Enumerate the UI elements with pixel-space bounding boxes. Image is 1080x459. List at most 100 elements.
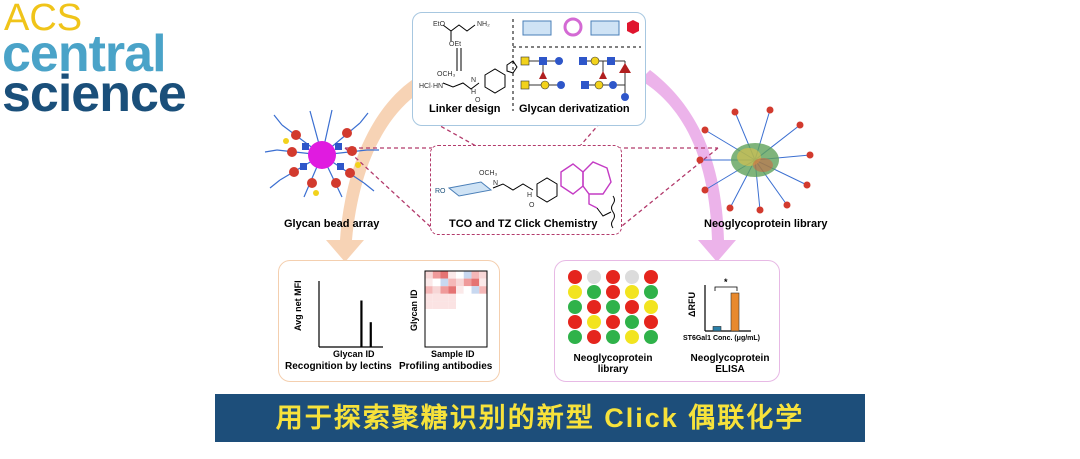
library-dot	[587, 315, 601, 329]
neoglycoprotein-illustration	[696, 106, 814, 214]
heatmap-cell	[440, 309, 449, 317]
heatmap-cell	[425, 301, 433, 309]
library-dot	[568, 285, 582, 299]
heatmap-cell	[456, 271, 464, 279]
neoglycoprotein-library-label: Neoglycoprotein library	[704, 218, 828, 230]
heatmap-cell	[448, 324, 456, 332]
heatmap-cell	[456, 316, 464, 325]
heatmap-cell	[440, 301, 449, 309]
library-dot	[644, 315, 658, 329]
heatmap-cell	[456, 324, 464, 332]
chem-nh2: NH₂	[477, 21, 490, 28]
library-dot	[606, 300, 620, 314]
chem-hcl-hn: HCl·HN	[419, 83, 444, 90]
heatmap-cell	[448, 286, 456, 294]
heatmap-ylabel: Glycan ID	[409, 289, 419, 331]
library-dot	[606, 285, 620, 299]
library-dot	[625, 330, 639, 344]
heatmap-cell	[479, 271, 487, 279]
heatmap-cell	[425, 278, 433, 287]
heatmap-cell	[479, 278, 487, 287]
heatmap-cell	[471, 271, 480, 279]
heatmap-cell	[456, 278, 464, 287]
heatmap-cell	[425, 316, 433, 325]
library-dot	[587, 300, 601, 314]
heatmap-cell	[448, 339, 456, 347]
heatmap-cell	[425, 293, 433, 302]
heatmap-cell	[432, 309, 441, 317]
heatmap-cell	[440, 271, 449, 279]
heatmap-cell	[471, 324, 480, 332]
heatmap-cell	[463, 316, 472, 325]
lectin-bar	[369, 322, 372, 347]
heatmap-cell	[440, 331, 449, 340]
profiling-caption: Profiling antibodies	[399, 361, 493, 372]
top-panel: EtO OEt NH₂ OCH₃ HCl·HN N H O Linker des…	[412, 12, 646, 126]
heatmap-cell	[440, 339, 449, 347]
heatmap-cell	[448, 278, 456, 287]
heatmap-cell	[440, 324, 449, 332]
chem-oet: OEt	[449, 41, 462, 48]
recognition-caption: Recognition by lectins	[285, 361, 392, 372]
heatmap-cell	[425, 331, 433, 340]
dot-grid	[568, 270, 658, 344]
lectin-bar	[360, 300, 363, 347]
heatmap-cell	[448, 331, 456, 340]
chem-n: N	[471, 77, 477, 84]
analysis-panel: Avg net MFI Glycan ID Recognition by lec…	[278, 260, 500, 382]
library-graphics	[568, 270, 751, 344]
heatmap-cell	[471, 286, 480, 294]
heatmap-cell	[425, 324, 433, 332]
significance-marker: *	[724, 277, 728, 287]
library-dot	[625, 285, 639, 299]
heatmap-cell	[456, 301, 464, 309]
heatmap-cell	[471, 301, 480, 309]
heatmap-cell	[463, 278, 472, 287]
rfu-ylabel: ΔRFU	[687, 292, 697, 317]
heatmap-cell	[440, 286, 449, 294]
heatmap-cell	[463, 331, 472, 340]
elisa-bars	[712, 292, 740, 332]
heatmap-cell	[432, 331, 441, 340]
click-chemistry-panel: OCH₃ RO N H O TCO and TZ Click Chemistry	[430, 145, 622, 235]
library-dot	[644, 270, 658, 284]
library-dot	[644, 285, 658, 299]
heatmap-cell	[463, 309, 472, 317]
heatmap-cell	[479, 309, 487, 317]
library-dot	[606, 315, 620, 329]
heatmap-cell	[448, 316, 456, 325]
heatmap-cell	[479, 316, 487, 325]
heatmap-cell	[471, 331, 480, 340]
library-caption: Neoglycoprotein library	[573, 353, 653, 375]
glycan-bead-illustration	[264, 109, 379, 198]
heatmap-cell	[456, 286, 464, 294]
heatmap-cell	[471, 316, 480, 325]
heatmap-cell	[456, 339, 464, 347]
heatmap-cell	[456, 331, 464, 340]
logo-acs-text: ACS	[4, 0, 83, 39]
heatmap-cell	[448, 271, 456, 279]
heatmap-cell	[471, 293, 480, 302]
heatmap-cell	[432, 293, 441, 302]
heatmap-cell	[471, 278, 480, 287]
chem-o: O	[475, 97, 481, 104]
heatmap-cell	[456, 309, 464, 317]
heatmap-cell	[425, 309, 433, 317]
mid-chem-n: N	[493, 180, 499, 187]
logo-science-text: science	[2, 65, 187, 123]
heatmap-cell	[463, 339, 472, 347]
elisa-xlabel: ST6Gal1 Conc. (μg/mL)	[683, 335, 761, 342]
elisa-bar	[712, 326, 722, 332]
heatmap-cell	[463, 301, 472, 309]
heatmap-cell	[432, 316, 441, 325]
library-dot	[644, 330, 658, 344]
library-dot	[568, 315, 582, 329]
glycan-derivatization-label: Glycan derivatization	[519, 103, 630, 115]
heatmap-cell	[440, 278, 449, 287]
heatmap-cell	[440, 293, 449, 302]
heatmap-cell	[479, 286, 487, 294]
mid-chem-ro: RO	[435, 188, 446, 195]
library-dot	[606, 270, 620, 284]
acs-central-science-logo: ACS central science	[0, 0, 230, 120]
